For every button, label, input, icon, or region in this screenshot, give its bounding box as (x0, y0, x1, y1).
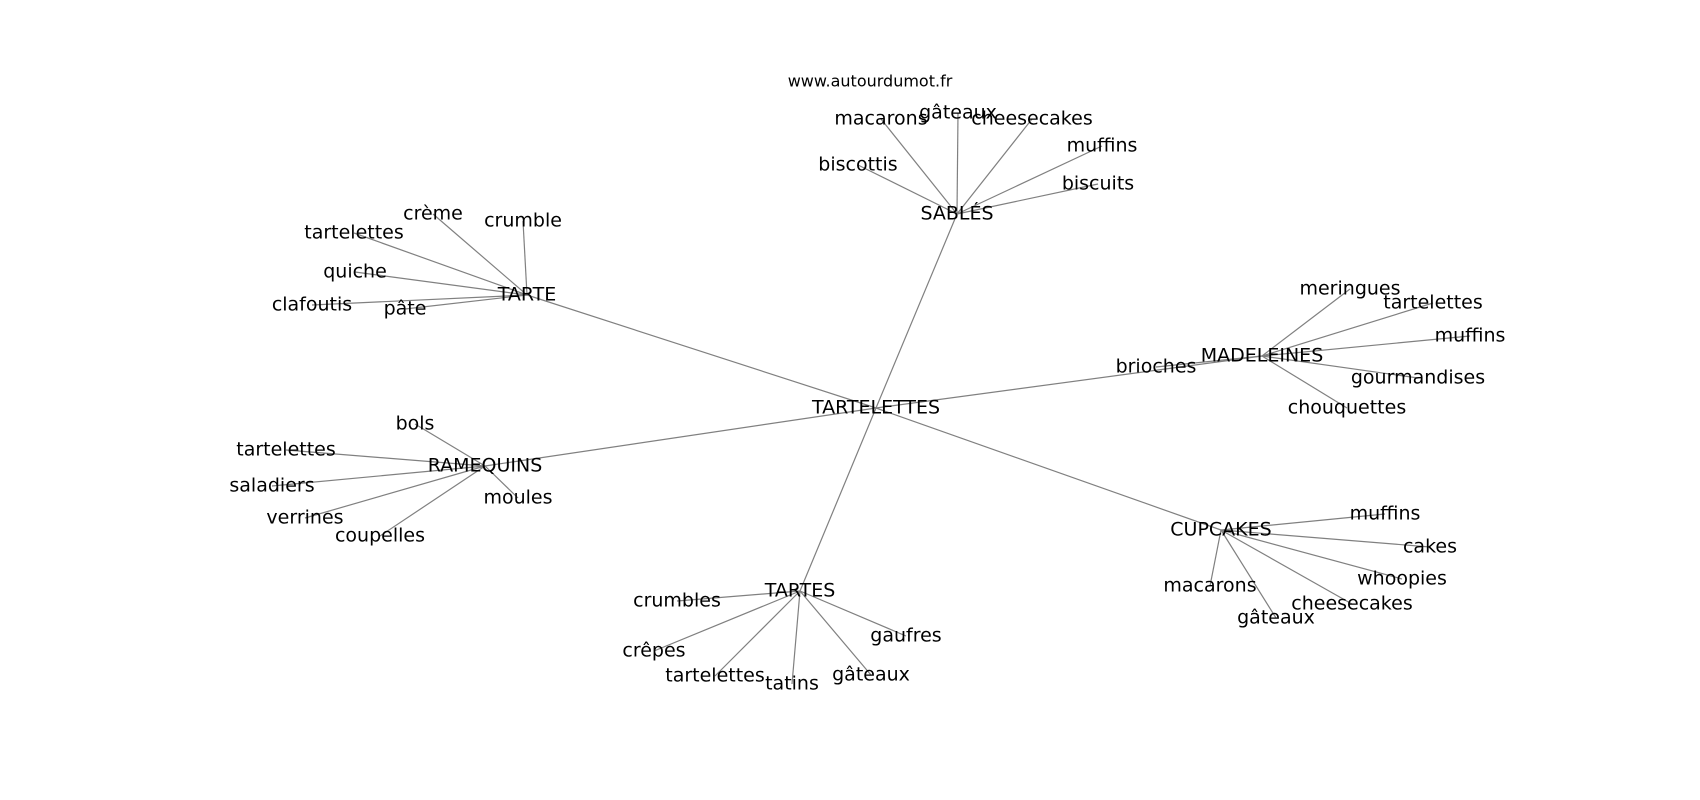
group-node-madeleines[interactable]: MADELEINES (1201, 345, 1324, 367)
edge-cupcakes-gateaux (1220, 529, 1277, 619)
group-node-ramequins[interactable]: RAMEQUINS (428, 455, 543, 477)
edge-ramequins-tartelettes (285, 449, 486, 467)
leaf-node-madeleines-meringues[interactable]: meringues (1299, 278, 1400, 300)
edge-sables-gateaux (956, 112, 959, 215)
leaf-node-madeleines-muffins[interactable]: muffins (1435, 325, 1506, 347)
leaf-node-cupcakes-cakes[interactable]: cakes (1403, 536, 1457, 558)
group-node-cupcakes[interactable]: CUPCAKES (1170, 519, 1271, 541)
edge-tarte-pate (404, 294, 528, 310)
edge-center-cupcakes (875, 407, 1222, 531)
edge-cupcakes-cheesecakes (1220, 529, 1353, 605)
leaf-node-ramequins-saladiers[interactable]: saladiers (229, 475, 314, 497)
edge-cupcakes-cakes (1220, 529, 1431, 548)
leaf-node-madeleines-brioches[interactable]: brioches (1116, 356, 1197, 378)
edge-center-sables (875, 213, 958, 409)
leaf-node-ramequins-coupelles[interactable]: coupelles (335, 525, 425, 547)
edge-tarte-creme (432, 213, 528, 296)
group-node-tartes[interactable]: TARTES (764, 580, 836, 602)
edge-ramequins-coupelles (379, 465, 486, 537)
leaf-node-tartes-gaufres[interactable]: gaufres (870, 625, 941, 647)
leaf-node-tarte-creme[interactable]: crème (403, 203, 463, 225)
edge-tarte-clafoutis (311, 294, 528, 306)
edge-cupcakes-muffins (1220, 513, 1386, 531)
leaf-node-tarte-crumble[interactable]: crumble (484, 210, 562, 232)
edge-sables-biscuits (956, 183, 1099, 215)
edge-madeleines-muffins (1261, 335, 1471, 357)
edge-ramequins-verrines (304, 465, 486, 519)
leaf-node-cupcakes-muffins[interactable]: muffins (1350, 503, 1421, 525)
leaf-node-madeleines-tartelettes[interactable]: tartelettes (1383, 292, 1483, 314)
leaf-node-tarte-clafoutis[interactable]: clafoutis (272, 294, 352, 316)
site-url[interactable]: www.autourdumot.fr (788, 72, 953, 91)
leaf-node-sables-biscuits[interactable]: biscuits (1062, 173, 1134, 195)
leaf-node-cupcakes-whoopies[interactable]: whoopies (1357, 568, 1447, 590)
leaf-node-sables-macarons[interactable]: macarons (834, 108, 927, 130)
edge-center-tarte (526, 294, 877, 409)
leaf-node-cupcakes-gateaux[interactable]: gâteaux (1237, 607, 1315, 629)
edge-madeleines-chouquettes (1261, 355, 1348, 409)
edge-tartes-crepes (653, 590, 801, 652)
leaf-node-tartes-crumbles[interactable]: crumbles (633, 590, 721, 612)
edge-sables-muffins (956, 145, 1103, 215)
leaf-node-sables-cheesecakes[interactable]: cheesecakes (971, 108, 1092, 130)
edge-sables-macarons (880, 118, 958, 215)
group-node-tarte[interactable]: TARTE (497, 284, 557, 306)
edge-sables-biscottis (857, 164, 958, 215)
edge-madeleines-tartelettes (1261, 302, 1434, 357)
edge-tarte-crumble (522, 220, 528, 296)
leaf-node-tartes-gateaux[interactable]: gâteaux (832, 664, 910, 686)
leaf-node-ramequins-tartelettes[interactable]: tartelettes (236, 439, 336, 461)
edge-tartes-gaufres (799, 590, 907, 637)
center-node-label[interactable]: TARTELETTES (811, 397, 940, 419)
leaf-node-cupcakes-macarons[interactable]: macarons (1163, 575, 1256, 597)
leaf-node-tartes-tartelettes[interactable]: tartelettes (665, 665, 765, 687)
leaf-node-ramequins-bols[interactable]: bols (396, 413, 435, 435)
leaf-node-madeleines-chouquettes[interactable]: chouquettes (1288, 397, 1406, 419)
edge-tartes-crumbles (676, 590, 801, 602)
edge-cupcakes-macarons (1209, 529, 1222, 587)
edge-tarte-quiche (354, 271, 528, 296)
leaf-node-tartes-tatins[interactable]: tatins (765, 673, 819, 695)
leaf-node-tarte-pate[interactable]: pâte (384, 298, 427, 320)
edge-tartes-tartelettes (714, 590, 801, 677)
edge-tartes-tatins (791, 590, 801, 685)
edge-center-ramequins (484, 407, 877, 467)
edge-center-tartes (799, 407, 877, 592)
leaf-node-ramequins-moules[interactable]: moules (483, 487, 552, 509)
edge-ramequins-saladiers (271, 465, 486, 487)
leaf-node-ramequins-verrines[interactable]: verrines (266, 507, 343, 529)
edge-madeleines-meringues (1261, 288, 1351, 357)
edge-tartes-gateaux (799, 590, 872, 676)
leaf-node-tarte-quiche[interactable]: quiche (323, 261, 387, 283)
graph-edges (271, 112, 1471, 685)
edge-madeleines-gourmandises (1261, 355, 1419, 379)
leaf-node-sables-muffins[interactable]: muffins (1067, 135, 1138, 157)
leaf-node-cupcakes-cheesecakes[interactable]: cheesecakes (1291, 593, 1412, 615)
leaf-node-madeleines-gourmandises[interactable]: gourmandises (1351, 367, 1485, 389)
edge-sables-cheesecakes (956, 118, 1033, 215)
edge-cupcakes-whoopies (1220, 529, 1403, 580)
group-node-sables[interactable]: SABLÉS (920, 202, 993, 225)
leaf-node-tarte-tartelettes[interactable]: tartelettes (304, 222, 404, 244)
graph-labels: www.autourdumot.fr TARTELETTES SABLÉS maca… (229, 72, 1505, 695)
edge-madeleines-brioches (1155, 355, 1263, 368)
leaf-node-sables-gateaux[interactable]: gâteaux (919, 102, 997, 124)
edge-ramequins-bols (414, 423, 486, 467)
leaf-node-tartes-crepes[interactable]: crêpes (622, 640, 685, 662)
edge-ramequins-moules (484, 465, 519, 499)
edge-tarte-tartelettes (353, 232, 528, 296)
leaf-node-sables-biscottis[interactable]: biscottis (818, 154, 897, 176)
edge-center-madeleines (875, 355, 1263, 409)
